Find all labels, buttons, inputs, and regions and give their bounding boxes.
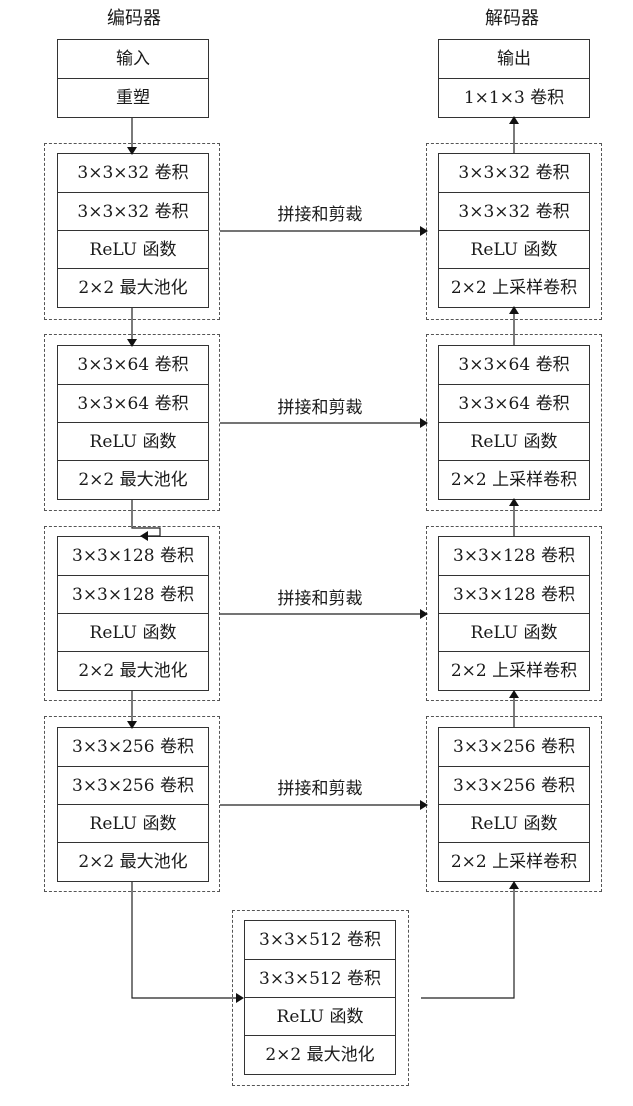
encoder-3-conv-a: 3×3×128 卷积: [72, 546, 194, 566]
input-node: 输入: [116, 49, 150, 69]
encoder-3-conv-b: 3×3×128 卷积: [58, 575, 208, 613]
encoder-block-2: 3×3×64 卷积 3×3×64 卷积 ReLU 函数 2×2 最大池化: [57, 345, 209, 500]
decoder-block-1: 3×3×32 卷积 3×3×32 卷积 ReLU 函数 2×2 上采样卷积: [438, 153, 590, 308]
decoder-4-upconv: 2×2 上采样卷积: [439, 842, 589, 880]
encoder-1-conv-b: 3×3×32 卷积: [58, 192, 208, 230]
decoder-2-relu: ReLU 函数: [439, 422, 589, 460]
decoder-title: 解码器: [485, 8, 539, 29]
skip-link-label-4: 拼接和剪裁: [277, 779, 363, 799]
bottleneck-pool: 2×2 最大池化: [245, 1035, 395, 1073]
decoder-3-conv-b: 3×3×128 卷积: [439, 575, 589, 613]
encoder-2-relu: ReLU 函数: [58, 422, 208, 460]
bottleneck-relu: ReLU 函数: [245, 997, 395, 1035]
encoder-3-pool: 2×2 最大池化: [58, 651, 208, 689]
encoder-1-conv-a: 3×3×32 卷积: [77, 163, 189, 183]
decoder-2-upconv: 2×2 上采样卷积: [439, 460, 589, 498]
decoder-block-2: 3×3×64 卷积 3×3×64 卷积 ReLU 函数 2×2 上采样卷积: [438, 345, 590, 500]
decoder-io-stack: 输出 1×1×3 卷积: [438, 39, 590, 118]
encoder-1-relu: ReLU 函数: [58, 230, 208, 268]
encoder-block-1: 3×3×32 卷积 3×3×32 卷积 ReLU 函数 2×2 最大池化: [57, 153, 209, 308]
decoder-2-conv-b: 3×3×64 卷积: [439, 384, 589, 422]
encoder-2-conv-b: 3×3×64 卷积: [58, 384, 208, 422]
output-node: 输出: [497, 49, 531, 69]
skip-link-label-2: 拼接和剪裁: [277, 398, 363, 418]
encoder-4-relu: ReLU 函数: [58, 804, 208, 842]
encoder-4-conv-a: 3×3×256 卷积: [72, 737, 194, 757]
decoder-4-relu: ReLU 函数: [439, 804, 589, 842]
decoder-3-relu: ReLU 函数: [439, 613, 589, 651]
encoder-4-pool: 2×2 最大池化: [58, 842, 208, 880]
skip-link-label-3: 拼接和剪裁: [277, 589, 363, 609]
flow-line-bottleneck-to-dec4: [421, 889, 515, 999]
encoder-2-conv-a: 3×3×64 卷积: [77, 355, 189, 375]
encoder-block-3: 3×3×128 卷积 3×3×128 卷积 ReLU 函数 2×2 最大池化: [57, 536, 209, 691]
encoder-3-relu: ReLU 函数: [58, 613, 208, 651]
decoder-block-3: 3×3×128 卷积 3×3×128 卷积 ReLU 函数 2×2 上采样卷积: [438, 536, 590, 691]
encoder-title: 编码器: [107, 8, 161, 29]
decoder-3-upconv: 2×2 上采样卷积: [439, 651, 589, 689]
decoder-1-conv-b: 3×3×32 卷积: [439, 192, 589, 230]
decoder-4-conv-a: 3×3×256 卷积: [453, 737, 575, 757]
encoder-1-pool: 2×2 最大池化: [58, 268, 208, 306]
decoder-1-conv-a: 3×3×32 卷积: [458, 163, 570, 183]
bottleneck-conv-a: 3×3×512 卷积: [259, 930, 381, 950]
skip-link-label-1: 拼接和剪裁: [277, 205, 363, 225]
decoder-2-conv-a: 3×3×64 卷积: [458, 355, 570, 375]
bottleneck-block: 3×3×512 卷积 3×3×512 卷积 ReLU 函数 2×2 最大池化: [244, 920, 396, 1075]
bottleneck-conv-b: 3×3×512 卷积: [245, 959, 395, 997]
decoder-3-conv-a: 3×3×128 卷积: [453, 546, 575, 566]
encoder-io-stack: 输入 重塑: [57, 39, 209, 118]
flow-line-enc4-to-bottleneck: [131, 882, 236, 999]
encoder-block-4: 3×3×256 卷积 3×3×256 卷积 ReLU 函数 2×2 最大池化: [57, 727, 209, 882]
decoder-1-upconv: 2×2 上采样卷积: [439, 268, 589, 306]
decoder-1-relu: ReLU 函数: [439, 230, 589, 268]
reshape-node: 重塑: [58, 78, 208, 116]
final-conv-node: 1×1×3 卷积: [439, 78, 589, 116]
decoder-4-conv-b: 3×3×256 卷积: [439, 766, 589, 804]
encoder-2-pool: 2×2 最大池化: [58, 460, 208, 498]
decoder-block-4: 3×3×256 卷积 3×3×256 卷积 ReLU 函数 2×2 上采样卷积: [438, 727, 590, 882]
encoder-4-conv-b: 3×3×256 卷积: [58, 766, 208, 804]
